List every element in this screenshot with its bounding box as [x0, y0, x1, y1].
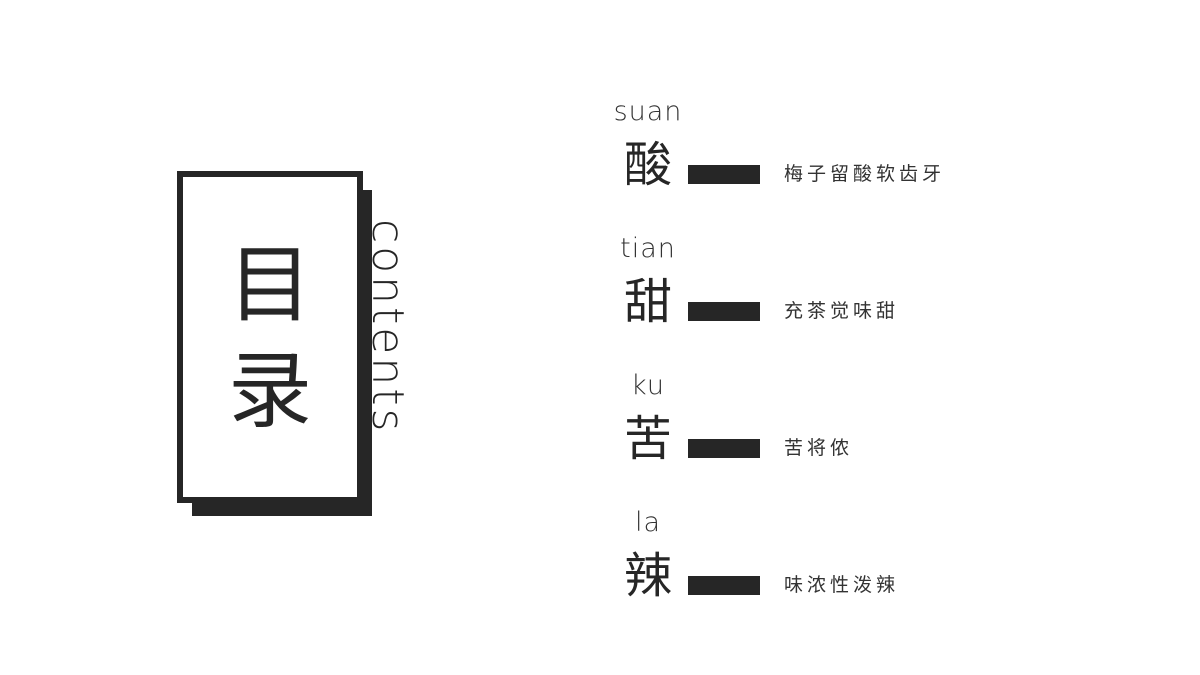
item-description: 苦将侬 — [784, 437, 854, 459]
item-hanzi: 辣 — [623, 548, 672, 604]
item-divider-bar — [688, 576, 760, 595]
item-pinyin: ku — [631, 370, 665, 401]
item-divider-bar — [688, 439, 760, 458]
item-description: 充茶觉味甜 — [784, 300, 900, 322]
title-box: 目 录 — [177, 171, 363, 503]
title-char-lu: 录 — [227, 342, 312, 440]
item-description: 味浓性泼辣 — [784, 574, 900, 596]
item-hanzi: 甜 — [623, 274, 672, 330]
toc-item-ku[interactable]: ku 苦 苦将侬 — [600, 371, 1100, 501]
item-divider-bar — [688, 165, 760, 184]
item-hanzi: 酸 — [623, 137, 672, 193]
contents-vertical-label: contents — [362, 219, 413, 435]
item-pinyin: tian — [620, 233, 676, 264]
item-pinyin: la — [634, 507, 662, 538]
item-divider-bar — [688, 302, 760, 321]
item-hanzi: 苦 — [623, 411, 672, 467]
toc-item-suan[interactable]: suan 酸 梅子留酸软齿牙 — [600, 97, 1100, 227]
toc-item-tian[interactable]: tian 甜 充茶觉味甜 — [600, 234, 1100, 364]
toc-item-la[interactable]: la 辣 味浓性泼辣 — [600, 508, 1100, 638]
item-description: 梅子留酸软齿牙 — [784, 163, 946, 185]
item-pinyin: suan — [613, 96, 683, 127]
title-char-mu: 目 — [227, 236, 312, 334]
